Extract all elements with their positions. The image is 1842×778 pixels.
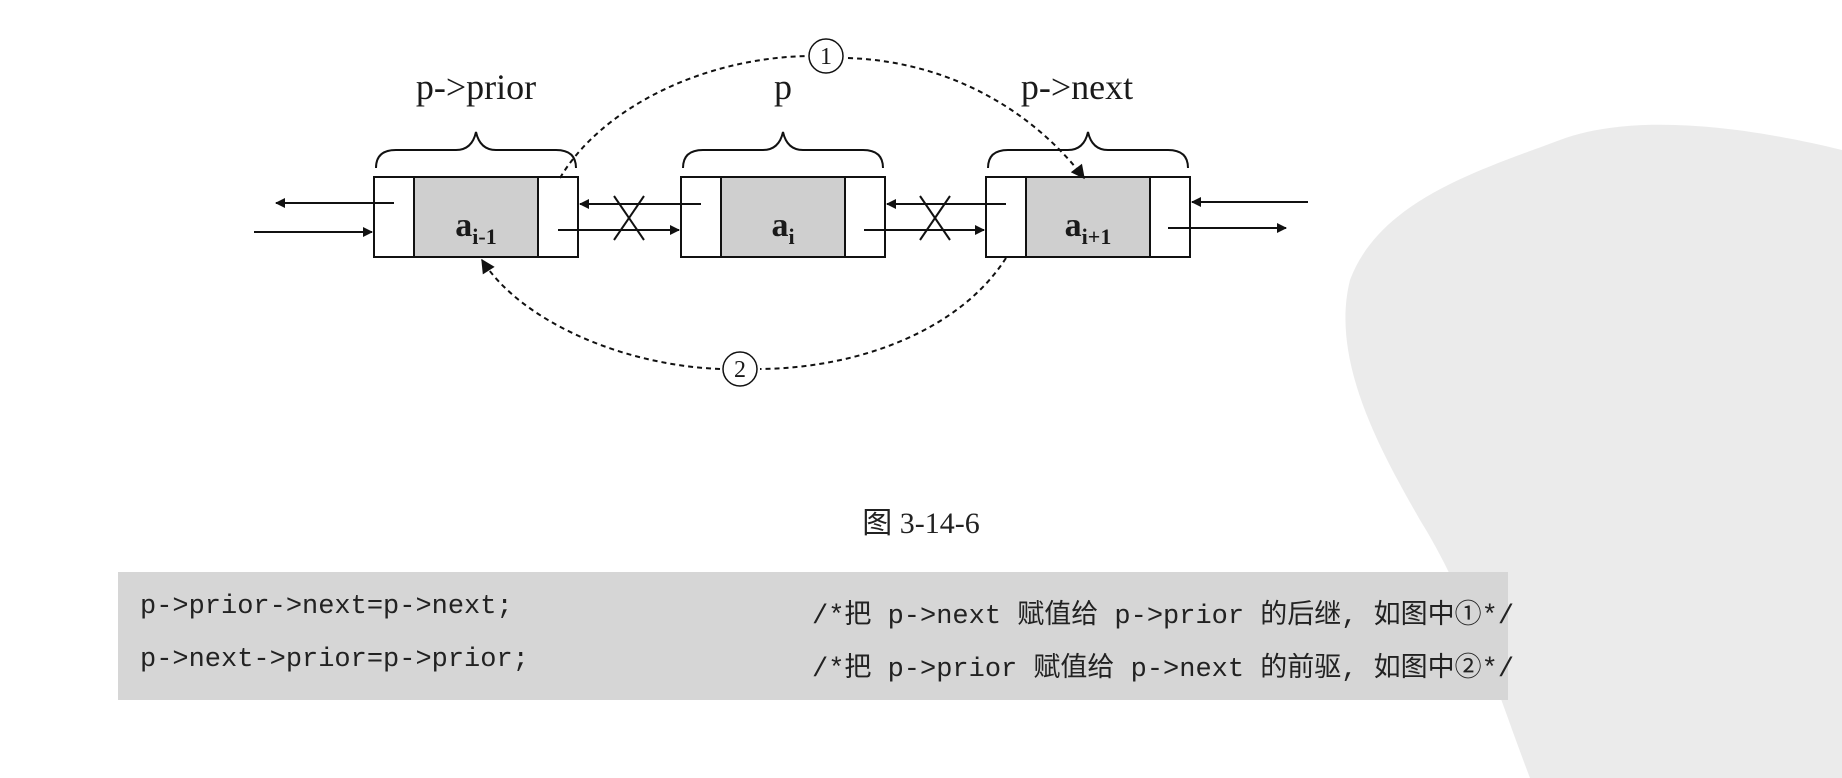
node-current-value: ai — [771, 207, 794, 249]
brace-prior — [375, 131, 577, 169]
dashed-link-2b — [481, 258, 721, 370]
marker-2-circle — [722, 351, 758, 387]
code-block — [118, 572, 1508, 700]
node-prior-value: ai-1 — [455, 207, 496, 249]
dashed-link-1b — [847, 57, 1085, 180]
dashed-link-2 — [759, 257, 1007, 370]
label-current: p — [774, 67, 792, 107]
node-next-value: ai+1 — [1065, 207, 1112, 249]
code-comment-1: /*把 p->next 赋值给 p->prior 的后继, 如图中①*/ — [812, 602, 1515, 632]
label-next: p->next — [1021, 67, 1133, 107]
label-prior: p->prior — [416, 67, 536, 107]
brace-current — [682, 131, 884, 169]
node-prior — [373, 176, 579, 258]
dashed-link-1 — [559, 55, 809, 179]
code-comment-2: /*把 p->prior 赋值给 p->next 的前驱, 如图中②*/ — [812, 655, 1515, 685]
cut-mark-right — [919, 195, 951, 241]
node-current — [680, 176, 886, 258]
node-next — [985, 176, 1191, 258]
brace-next — [987, 131, 1189, 169]
marker-2: 2 — [734, 357, 746, 383]
marker-1-circle — [808, 38, 844, 74]
code-statement-1: p->prior->next=p->next; — [140, 592, 513, 622]
code-statement-2: p->next->prior=p->prior; — [140, 645, 529, 675]
marker-1: 1 — [820, 44, 832, 70]
cut-mark-left — [613, 195, 645, 241]
figure-caption: 图 3-14-6 — [862, 507, 980, 540]
